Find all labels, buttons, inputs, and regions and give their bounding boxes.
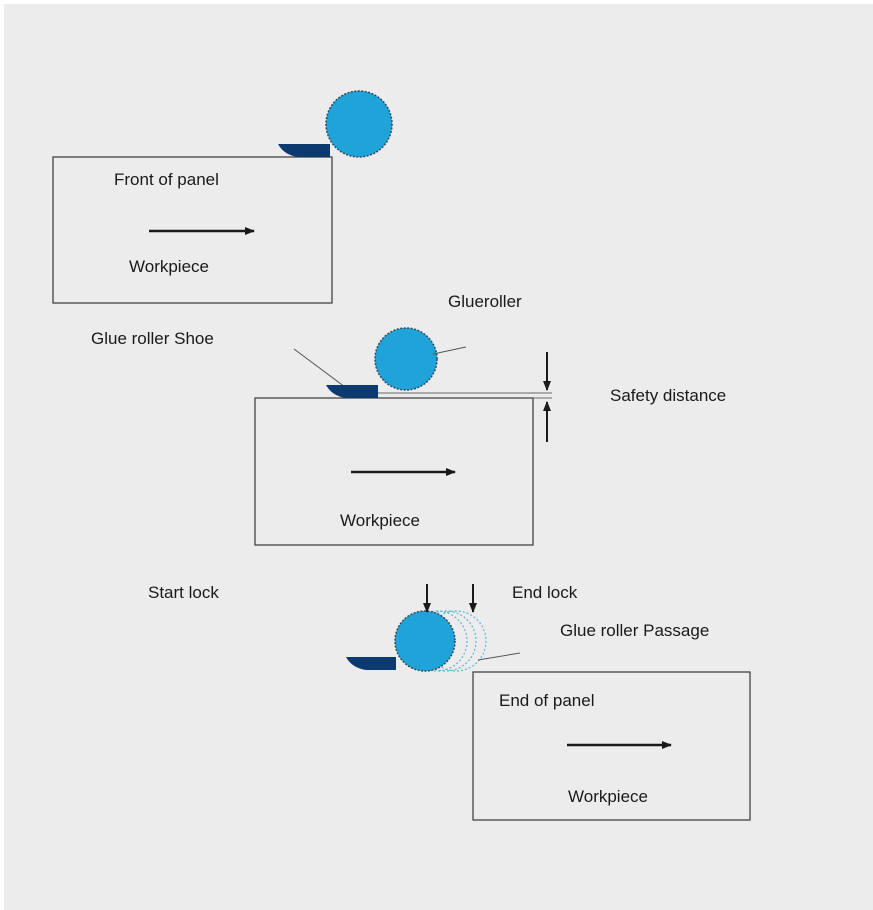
stage2-workpiece-panel [254, 397, 534, 546]
stage1-glue-roller [325, 90, 393, 158]
stage1-group [52, 90, 393, 304]
label-glueroller: Glueroller [448, 292, 522, 311]
stage3-glue-roller [394, 610, 456, 672]
shoe-leader-line [293, 348, 346, 388]
diagram-background [4, 4, 873, 910]
label-front-of-panel: Front of panel [114, 170, 219, 189]
label-glue-roller-passage: Glue roller Passage [560, 621, 710, 640]
label-safety-distance: Safety distance [610, 386, 727, 405]
label-workpiece-2: Workpiece [340, 511, 420, 530]
label-end-of-panel: End of panel [499, 691, 595, 710]
ghost-roller-1 [425, 610, 487, 672]
ghost-roller-2 [415, 610, 477, 672]
ghost-roller-3 [406, 610, 468, 672]
stage1-glue-roller-shoe [278, 144, 330, 157]
stage3-glue-roller-shoe [346, 657, 396, 670]
stage3-group [346, 584, 751, 821]
label-glue-roller-shoe: Glue roller Shoe [91, 329, 214, 348]
stage2-group [254, 327, 552, 546]
stage2-glue-roller-shoe [326, 385, 378, 398]
label-start-lock: Start lock [148, 583, 219, 602]
stage2-glue-roller [374, 327, 438, 391]
stage3-workpiece-panel [472, 671, 751, 821]
label-end-lock: End lock [512, 583, 578, 602]
label-workpiece-1: Workpiece [129, 257, 209, 276]
label-workpiece-3: Workpiece [568, 787, 648, 806]
stage1-workpiece-panel [52, 156, 333, 304]
roller-leader-line [432, 346, 467, 355]
passage-leader-line [477, 652, 521, 661]
